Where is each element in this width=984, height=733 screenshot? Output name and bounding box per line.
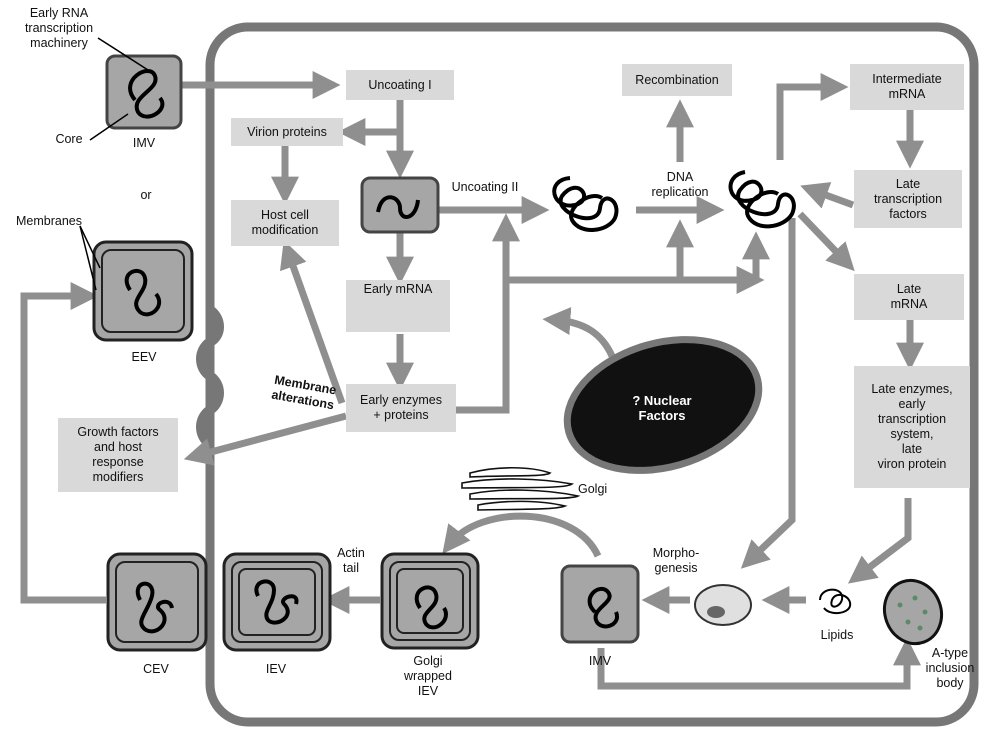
late-enzymes-box: Late enzymes, early transcription system…: [854, 366, 970, 488]
host-cell-modification-box: Host cell modification: [231, 200, 339, 246]
golgi-iev-membrane-3: [396, 568, 464, 634]
early-enzymes-box: Early enzymes + proteins: [346, 384, 456, 432]
arrow-enzymes-up: [456, 213, 520, 414]
eev-strand: [124, 268, 162, 317]
uncoating-1-box: Uncoating I: [346, 70, 454, 100]
actin-tail-label: Actin tail: [337, 546, 365, 575]
arrow-dna-to-morphogenesis: [740, 218, 796, 569]
imv-top-label: IMV: [132, 136, 156, 150]
cev-strand: [135, 581, 174, 634]
arrows: [20, 71, 924, 690]
core-label: Core: [55, 132, 83, 146]
uncoating-2-label: Uncoating II: [451, 180, 519, 194]
intermediate-mrna-box: Intermediate mRNA: [850, 64, 964, 110]
pointer-core: [89, 113, 129, 141]
arrow-imv-to-a-type: [597, 637, 921, 690]
dna-tangle-1: [552, 176, 619, 232]
lipids-squiggle: [819, 588, 852, 614]
imv-bottom-label: IMV: [588, 654, 612, 668]
golgi-wrapped-iev-label: Golgi wrapped IEV: [404, 654, 452, 698]
cev-inner-membrane: [115, 561, 199, 643]
recombination-box: Recombination: [622, 64, 732, 96]
imv-top-strand: [128, 69, 165, 119]
membranes-label: Membranes: [16, 214, 82, 228]
a-type-inclusion-body: [883, 578, 943, 646]
virion-proteins-box: Virion proteins: [231, 118, 343, 146]
arrow-to-growth-factors: [183, 412, 347, 466]
arrow-to-late-mrna: [797, 211, 855, 272]
growth-factors-box: Growth factors and host response modifie…: [58, 418, 178, 492]
or-label: or: [140, 188, 152, 202]
a-type-dots: [897, 595, 928, 631]
arrow-imv-to-golgi-wrap: [442, 512, 602, 558]
arrow-cev-to-eev: [20, 282, 106, 604]
immature-virion-core: [707, 606, 725, 618]
membrane-ruffle: [196, 305, 224, 449]
golgi-iev-strand: [414, 585, 448, 630]
iev-label: IEV: [265, 662, 287, 676]
early-mrna-box: Early mRNA: [346, 280, 450, 332]
iev-strand: [254, 579, 299, 625]
late-mrna-box: Late mRNA: [854, 274, 964, 320]
core-strand: [376, 195, 420, 219]
iev-membrane-3: [238, 568, 316, 636]
pointer-early-rna: [97, 37, 149, 71]
late-transcription-factors-box: Late transcription factors: [854, 170, 962, 228]
morphogenesis-label: Morpho- genesis: [652, 546, 700, 575]
dna-tangle-2: [728, 170, 796, 229]
arrow-membrane-alterations: [280, 240, 346, 405]
arrow-late-tf-to-dna: [800, 182, 855, 209]
immature-virion: [694, 584, 752, 626]
a-type-inclusion-label: A-type inclusion body: [925, 646, 975, 690]
nucleus: [563, 336, 763, 474]
golgi-label: Golgi: [578, 482, 608, 496]
golgi-stack: [461, 466, 581, 511]
dna-replication-label: DNA replication: [651, 170, 709, 199]
pointer-membranes-2: [79, 225, 97, 291]
imv-bottom-particle: [560, 564, 640, 644]
pointer-membranes-1: [79, 225, 101, 269]
early-rna-machinery-label: Early RNA transcription machinery: [24, 6, 94, 50]
arrow-enzymes-to-lipids: [847, 498, 912, 584]
nuclear-factors-label: ? Nuclear Factors: [632, 393, 692, 423]
cev-label: CEV: [143, 662, 169, 676]
imv-bottom-strand: [587, 586, 619, 629]
lipids-label: Lipids: [820, 628, 854, 642]
arrow-to-intermediate-mrna: [776, 73, 849, 160]
arrow-nucleus: [542, 307, 616, 358]
eev-label: EEV: [131, 350, 157, 364]
